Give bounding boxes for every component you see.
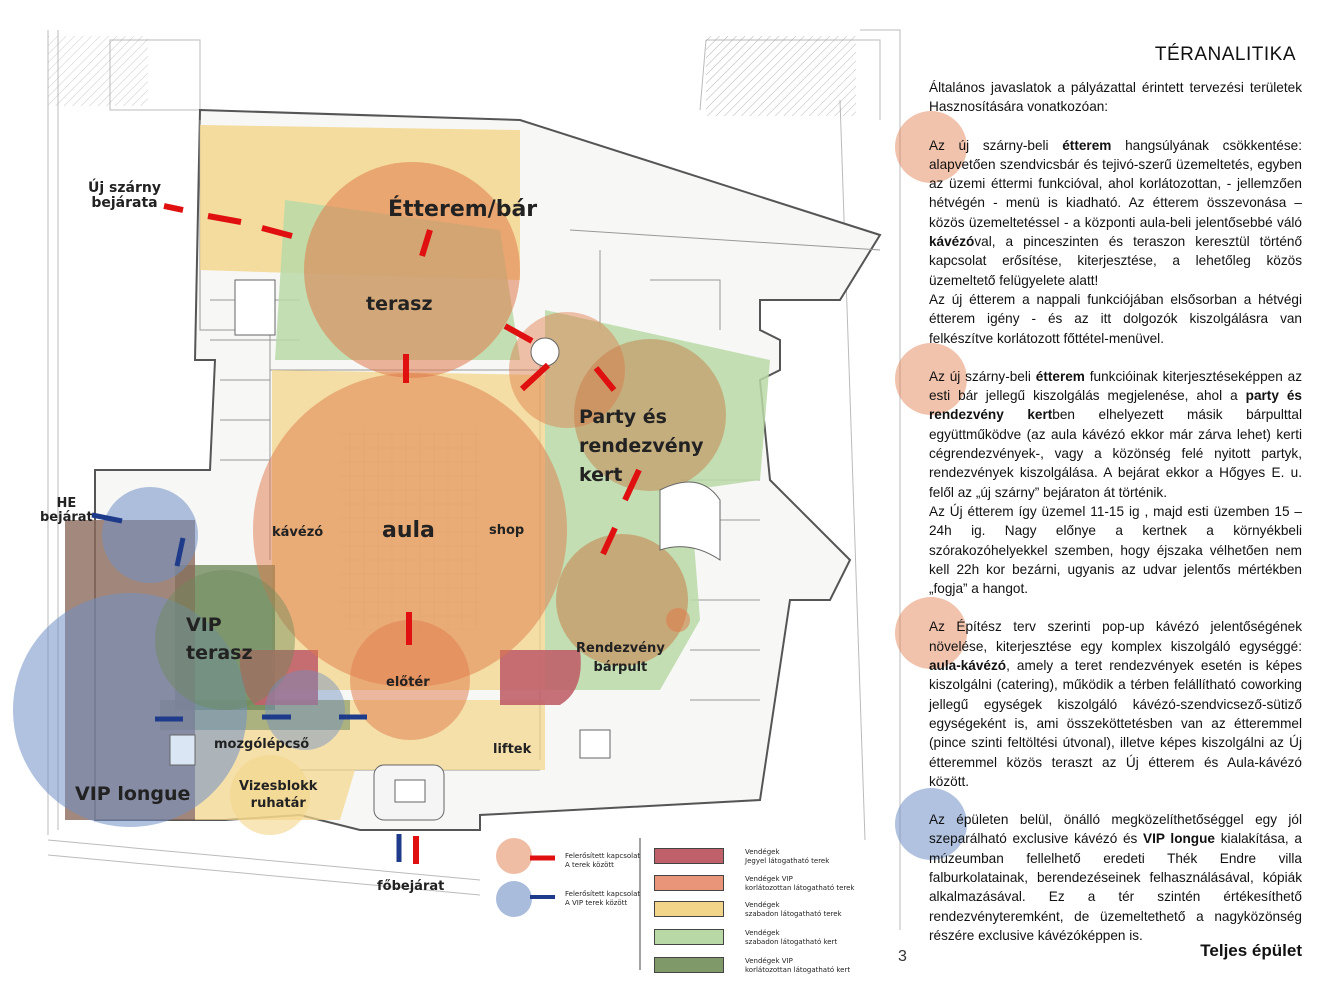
- paragraph-restaurant-day: Az új étterem a nappali funkciójában els…: [929, 291, 1302, 346]
- bold-run: kávézó: [929, 234, 975, 250]
- bold-run: party és rendezvény kert: [929, 388, 1302, 423]
- label-elevators: liftek: [493, 742, 532, 757]
- paragraph-vip-longue: Az épületen belül, önálló megközelíthető…: [929, 810, 1302, 945]
- bold-run: aula-kávézó: [929, 658, 1007, 674]
- legend-swatch-vip-spaces: [654, 875, 724, 891]
- legend: [496, 838, 641, 970]
- label-event-bar: Rendezvény bárpult: [576, 641, 665, 675]
- label-restroom-cloakroom: Vizesblokk ruhatár: [239, 779, 318, 811]
- intro-paragraph: Általános javaslatok a pályázattal érint…: [929, 80, 1302, 115]
- zone-ticketed-right: [500, 650, 581, 705]
- label-aula: aula: [382, 518, 435, 543]
- text-run: Az épületen belül, önálló megközelíthető…: [929, 812, 1302, 847]
- circle-barpult: [556, 534, 688, 666]
- circle-restaurant: [304, 162, 520, 378]
- label-new-wing-entrance: Új szárny bejárata: [88, 180, 161, 212]
- label-text: Új szárny bejárata: [88, 180, 161, 212]
- bullet-circle-1: [895, 111, 967, 183]
- bullet-circle-4: [895, 788, 967, 860]
- paragraph-restaurant: Az új szárny-beli étterem hangsúlyának c…: [929, 136, 1302, 290]
- label-vestibule: előtér: [386, 675, 430, 690]
- legend-blue-text: Felerősített kapcsolat A VIP terek közöt…: [565, 890, 641, 907]
- section-footer: Teljes épület: [1200, 941, 1302, 960]
- zone-ticketed-left: [239, 650, 318, 705]
- legend-text-ticketed: Vendégek Jegyel látogatható terek: [745, 848, 830, 865]
- text-run: kialakítása, a múzeumban fellelhető ered…: [929, 831, 1302, 943]
- circle-aula: [253, 373, 567, 687]
- hatched-block-nw: [48, 36, 148, 106]
- blue-links: [91, 512, 402, 862]
- label-cafe: kávézó: [272, 525, 324, 540]
- paragraph-aula-cafe: Az Építész terv szerinti pop-up kávézó j…: [929, 617, 1302, 791]
- text-run: val, a pinceszinten és teraszon keresztü…: [929, 234, 1302, 288]
- label-main-entrance: főbejárat: [377, 879, 445, 894]
- label-terrace: terasz: [366, 293, 433, 315]
- bold-run: VIP longue: [1143, 831, 1215, 847]
- stair-details: [169, 279, 721, 821]
- legend-blue-circle: [496, 881, 532, 917]
- circle-vestibule: [230, 755, 310, 835]
- legend-text-vip-spaces: Vendégek VIP korlátozottan látogatható t…: [745, 875, 855, 892]
- page-title: TÉRANALITIKA: [1154, 44, 1296, 65]
- label-shop: shop: [489, 523, 525, 538]
- text-run: Az Építész terv szerinti pop-up kávézó j…: [929, 619, 1302, 654]
- bold-run: étterem: [1035, 368, 1085, 384]
- label-restaurant-bar: Étterem/bár: [388, 197, 538, 222]
- bold-run: étterem: [1062, 137, 1112, 153]
- legend-red-text: Felerősített kapcsolat A terek között: [565, 852, 641, 869]
- legend-swatch-free-garden: [654, 929, 724, 945]
- label-escalator: mozgólépcső: [214, 737, 310, 752]
- legend-swatch-ticketed: [654, 848, 724, 864]
- page-number: 3: [898, 948, 907, 965]
- circle-eloter: [350, 620, 470, 740]
- text-run: ben elhelyezett másik bárpulttal együttm…: [929, 407, 1302, 500]
- bullet-circle-2: [895, 343, 967, 415]
- bullet-circle-3: [895, 597, 967, 669]
- label-party-garden: Party és rendezvény kert: [579, 406, 704, 486]
- text-run: Az új szárny-beli: [929, 137, 1063, 153]
- influence-circles: [13, 162, 726, 835]
- text-run: funkcióinak kiterjesztéseképpen az esti …: [929, 368, 1302, 404]
- label-he-entrance: HE bejárat: [40, 496, 93, 526]
- paragraph-opening-hours: Az Új étterem így üzemel 11-15 ig , majd…: [929, 503, 1302, 597]
- legend-text-free-garden: Vendégek szabadon látogatható kert: [745, 929, 838, 946]
- circle-he-entrance: [102, 487, 198, 583]
- floor-plan: [13, 29, 901, 970]
- legend-swatch-vip-garden: [654, 957, 724, 973]
- circle-vip-longue: [13, 593, 247, 827]
- label-vip-longue: VIP longue: [75, 783, 191, 805]
- label-vip-terrace: VIP terasz: [186, 614, 253, 664]
- legend-text-free-spaces: Vendégek szabadon látogatható terek: [745, 901, 842, 918]
- text-run: hangsúlyának csökkentése: alapvetően sze…: [929, 137, 1302, 230]
- circle-vip-link: [265, 670, 345, 750]
- text-run: Az új szárny-beli: [929, 368, 1036, 384]
- hatched-block-ne: [706, 36, 856, 116]
- text-column: Általános javaslatok a pályázattal érint…: [929, 78, 1302, 945]
- text-run: , amely a teret rendezvények esetén is k…: [929, 658, 1302, 789]
- legend-orange-circle: [496, 838, 532, 874]
- legend-text-vip-garden: Vendégek VIP korlátozottan látogatható k…: [745, 957, 851, 974]
- circle-party: [574, 339, 726, 491]
- circle-vip-terrace: [155, 570, 295, 710]
- circle-small-right: [666, 608, 690, 632]
- paragraph-evening-bar: Az új szárny-beli étterem funkcióinak ki…: [929, 367, 1302, 502]
- red-links: [163, 203, 642, 864]
- legend-swatch-free-spaces: [654, 901, 724, 917]
